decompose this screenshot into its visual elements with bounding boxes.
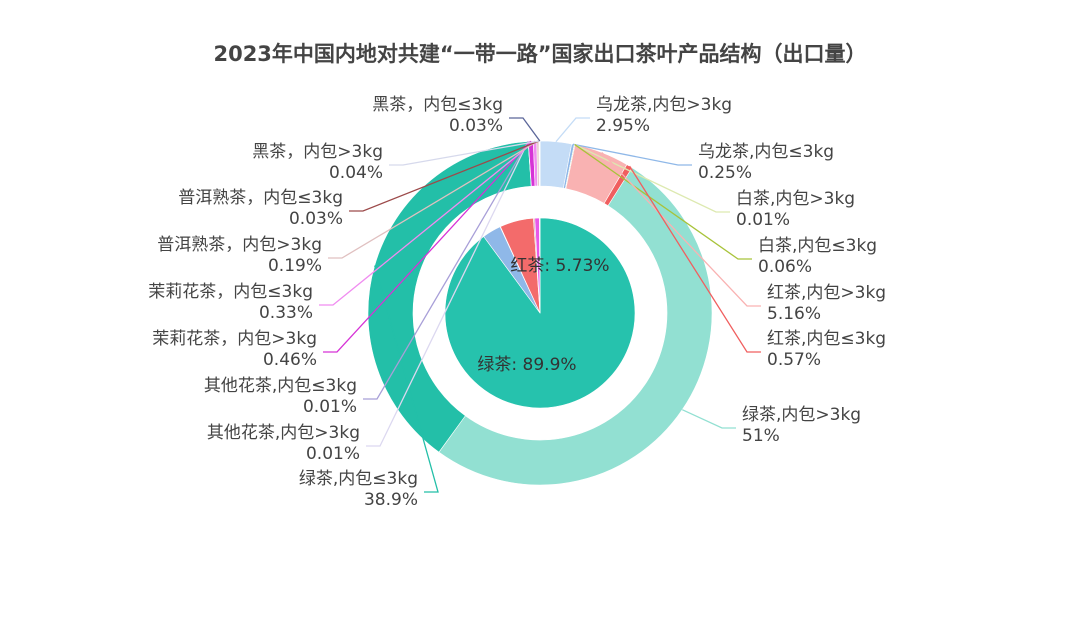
outer-label-pct-14: 0.04% [329, 163, 383, 183]
outer-label-name-14: 黑茶，内包>3kg [252, 142, 383, 162]
leader-line-2 [574, 143, 730, 213]
outer-label-pct-6: 51% [742, 426, 780, 446]
leader-line-10 [323, 140, 532, 353]
leader-line-12 [328, 140, 539, 259]
outer-label-pct-4: 5.16% [767, 304, 821, 324]
leader-line-15 [509, 117, 541, 142]
outer-slice-6 [438, 167, 713, 486]
outer-label-name-0: 乌龙茶,内包>3kg [596, 95, 732, 115]
outer-label-pct-12: 0.19% [268, 256, 322, 276]
outer-slice-7 [367, 141, 532, 453]
leader-line-13 [349, 140, 540, 212]
outer-label-name-10: 茉莉花茶，内包>3kg [152, 329, 317, 349]
outer-label-pct-5: 0.57% [767, 350, 821, 370]
leader-line-14 [389, 140, 540, 166]
leader-line-7 [374, 265, 439, 493]
leader-line-5 [628, 165, 761, 353]
leader-line-3 [574, 144, 752, 260]
outer-label-pct-1: 0.25% [698, 163, 752, 183]
leader-line-0 [555, 117, 590, 143]
leader-line-1 [572, 143, 692, 166]
outer-label-pct-2: 0.01% [736, 210, 790, 230]
outer-label-name-8: 其他花茶,内包>3kg [207, 423, 360, 443]
inner-label-3: 红茶: 5.73% [510, 256, 609, 276]
outer-label-name-15: 黑茶，内包≤3kg [372, 95, 503, 115]
chart-title: 2023年中国内地对共建“一带一路”国家出口茶叶产品结构（出口量） [213, 42, 867, 66]
outer-label-pct-7: 38.9% [364, 490, 418, 510]
outer-label-name-13: 普洱熟茶，内包≤3kg [178, 187, 343, 208]
outer-label-pct-9: 0.01% [303, 397, 357, 417]
outer-label-name-2: 白茶,内包>3kg [736, 189, 855, 209]
outer-label-pct-8: 0.01% [306, 444, 360, 464]
outer-label-pct-0: 2.95% [596, 116, 650, 136]
leader-line-8 [366, 141, 529, 447]
outer-label-name-6: 绿茶,内包>3kg [742, 405, 861, 425]
leader-line-9 [363, 141, 529, 400]
outer-label-pct-3: 0.06% [758, 257, 812, 277]
outer-label-name-4: 红茶,内包>3kg [767, 283, 886, 303]
outer-label-pct-11: 0.33% [259, 303, 313, 323]
outer-label-pct-15: 0.03% [449, 116, 503, 136]
outer-label-name-3: 白茶,内包≤3kg [758, 236, 877, 256]
outer-label-name-9: 其他花茶,内包≤3kg [204, 376, 357, 396]
leader-line-4 [601, 152, 761, 307]
outer-label-name-1: 乌龙茶,内包≤3kg [698, 142, 834, 162]
leader-line-11 [319, 140, 536, 306]
inner-label-0: 绿茶: 89.9% [477, 355, 576, 375]
outer-label-name-12: 普洱熟茶，内包>3kg [157, 234, 322, 255]
leader-line-6 [681, 409, 736, 429]
outer-label-pct-13: 0.03% [289, 209, 343, 229]
outer-label-name-11: 茉莉花茶，内包≤3kg [148, 282, 313, 302]
outer-label-name-5: 红茶,内包≤3kg [767, 329, 886, 349]
outer-label-pct-10: 0.46% [263, 350, 317, 370]
outer-label-name-7: 绿茶,内包≤3kg [299, 469, 418, 489]
